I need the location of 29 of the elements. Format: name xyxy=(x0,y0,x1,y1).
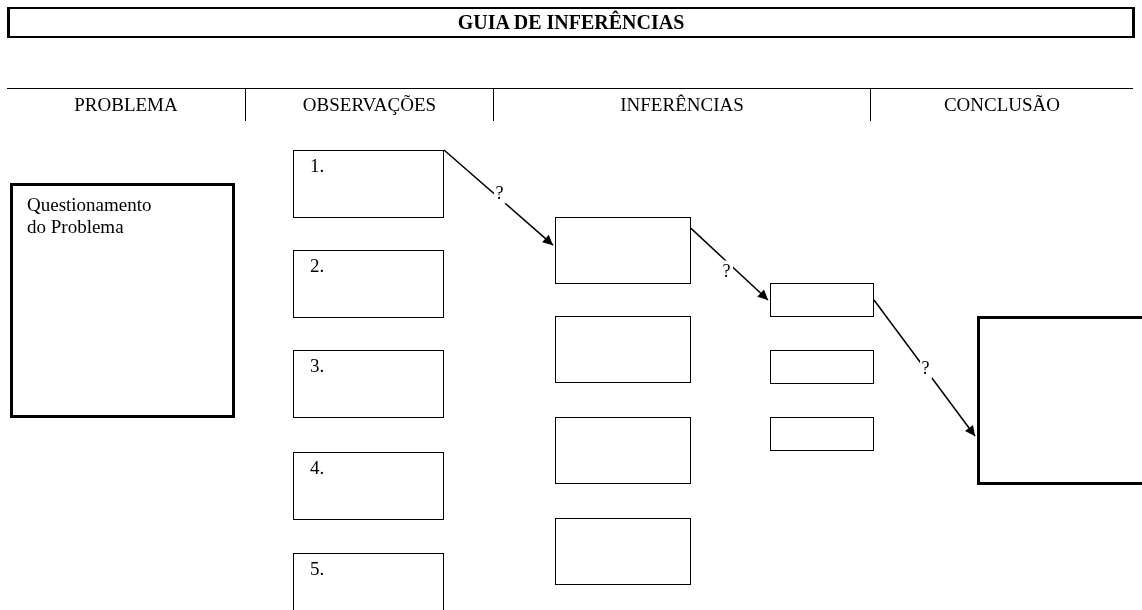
box-text: 4. xyxy=(310,457,325,479)
box xyxy=(293,452,444,520)
empty-box xyxy=(770,283,874,317)
column-header: PROBLEMA xyxy=(73,93,179,117)
box xyxy=(293,150,444,218)
empty-box xyxy=(555,316,691,383)
title-banner: GUIA DE INFERÊNCIAS xyxy=(7,7,1135,38)
box-text: 3. xyxy=(310,355,325,377)
box-text: 5. xyxy=(310,558,325,580)
arrow xyxy=(690,227,769,301)
column-header: CONCLUSÃO xyxy=(870,89,1133,121)
box xyxy=(293,350,444,418)
box xyxy=(293,250,444,318)
empty-box xyxy=(770,350,874,384)
arrow xyxy=(443,149,554,246)
empty-box xyxy=(555,518,691,585)
empty-box xyxy=(977,316,1142,485)
empty-box xyxy=(555,217,691,284)
box xyxy=(10,183,235,418)
column-header: INFERÊNCIAS xyxy=(493,89,870,121)
box-text: 2. xyxy=(310,255,325,277)
empty-box xyxy=(770,417,874,451)
column-header: OBSERVAÇÕES xyxy=(245,89,493,121)
box-text: Questionamento do Problema xyxy=(27,194,152,238)
empty-box xyxy=(555,417,691,484)
arrow xyxy=(873,299,976,437)
box xyxy=(293,553,444,610)
edge-label: ? xyxy=(919,357,932,379)
box-text: 1. xyxy=(310,155,325,177)
